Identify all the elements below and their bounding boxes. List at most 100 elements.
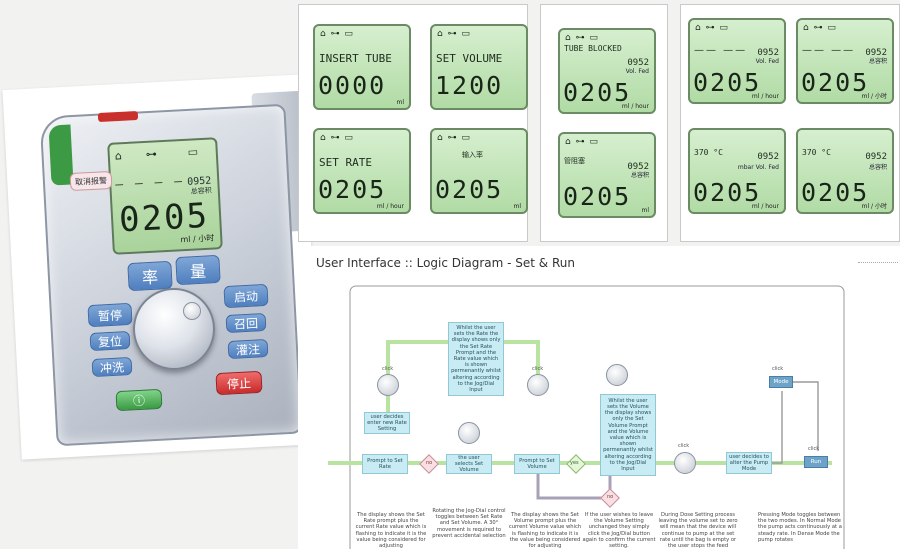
jog-dial-knob[interactable]: [183, 302, 201, 320]
decide-mode-box: user decides to alter the Pump Mode: [726, 452, 772, 474]
lcd-label: 输入率: [462, 151, 483, 159]
status-icons: ⌂ ⊶ ▭: [320, 29, 354, 39]
lcd-unit: ml / hour: [376, 203, 404, 210]
lcd-sub-label: 总容积: [630, 172, 649, 179]
mode-button[interactable]: Mode: [769, 376, 793, 388]
lcd-small-value: 0952: [627, 162, 649, 172]
lcd-running-temp-cn: 370 °C 0952 总容积 0205 ml / 小时: [796, 128, 894, 214]
status-icons: ⌂ ⊶ ▭: [565, 33, 599, 43]
start-button[interactable]: 启动: [223, 283, 269, 309]
dial-icon-set-volume: [606, 364, 628, 386]
device-lcd: ⌂ ⊶ ▭ — — — — 0952 总容积 0205 ml / 小时: [107, 137, 223, 255]
lcd-unit: ml: [641, 207, 649, 214]
power-button[interactable]: ⓘ: [115, 388, 163, 412]
lcd-tube-blocked-cn: ⌂ ⊶ ▭ 管阻塞 0952 总容积 0205 ml: [558, 132, 656, 218]
run-button[interactable]: Run: [804, 456, 828, 468]
no-volume-line: [536, 471, 612, 500]
lcd-dashes: —— ——: [694, 45, 748, 56]
click-label-confirm: click: [678, 443, 690, 449]
note-dose-setting: During Dose Setting process leaving the …: [658, 512, 738, 549]
cancel-alarm-button[interactable]: 取消报警: [69, 170, 113, 192]
status-icons: ⌂ ⊶ ▭: [320, 133, 354, 143]
note-volume-unchanged: If the user wishes to leave the Volume S…: [582, 512, 656, 549]
diagram-frame: [349, 285, 845, 549]
reset-button[interactable]: 复位: [89, 330, 131, 352]
prompt-volume-box: Prompt to Set Volume: [514, 454, 560, 474]
lcd-big-value: 0205: [318, 175, 387, 204]
lcd-unit: ml / hour: [621, 103, 649, 110]
lcd-temp: 370 °C: [802, 148, 831, 157]
lcd-small-value: 0952: [865, 48, 887, 58]
lcd-sub-label: 总容积: [868, 164, 887, 171]
lcd-temp: 370 °C: [694, 148, 723, 157]
lcd-sub-label: 总容积: [868, 58, 887, 65]
lcd-big-value: 0205: [435, 175, 504, 204]
decide-rate-box: user decides enter new Rate Setting: [364, 412, 410, 434]
status-icons: ⌂ ⊶ ▭: [437, 29, 471, 39]
rate-loop-right-line: [503, 340, 540, 381]
volume-note-box: Whilst the user sets the Volume the disp…: [600, 394, 656, 476]
lcd-unit: ml / 小时: [861, 93, 887, 100]
lcd-small-value: 0952: [757, 152, 779, 162]
lcd-sub-label: 总容积: [190, 186, 212, 196]
decision-no-label: no: [426, 460, 433, 466]
recall-button[interactable]: 召回: [225, 312, 267, 334]
note-rate-display: The display shows the Set Rate prompt pl…: [355, 512, 427, 549]
lcd-small-value: 0952: [865, 152, 887, 162]
lcd-sub-label: Vol. Fed: [755, 58, 779, 65]
dial-icon-select: [458, 422, 480, 444]
click-label-run: click: [808, 446, 820, 452]
pause-button[interactable]: 暂停: [87, 302, 133, 328]
lcd-unit: ml / hour: [751, 93, 779, 100]
lcd-small-value: 0952: [757, 48, 779, 58]
click-label-volume: click: [532, 366, 544, 372]
lcd-unit: ml: [513, 203, 521, 210]
lcd-small-value: 0952: [627, 58, 649, 68]
status-icons: ⌂ ⊶ ▭: [803, 23, 837, 33]
lcd-big-value: 0205: [563, 78, 632, 107]
click-label-rate: click: [382, 366, 394, 372]
lcd-big-value: 0205: [801, 68, 870, 97]
lcd-unit: ml / hour: [751, 203, 779, 210]
decision-yes-label: yes: [570, 460, 579, 466]
home-icon: ⌂: [114, 149, 123, 163]
lcd-big-value: 0205: [801, 178, 870, 207]
lcd-unit: ml: [396, 99, 404, 106]
decision-no2-label: no: [607, 494, 614, 500]
lcd-big-value: 0205: [563, 182, 632, 211]
lcd-unit: ml / 小时: [180, 233, 215, 245]
flush-button[interactable]: 冲洗: [91, 356, 133, 378]
diagram-title: User Interface :: Logic Diagram - Set & …: [316, 256, 575, 270]
lcd-running-en: ⌂ ⊶ ▭ —— —— 0952 Vol. Fed 0205 ml / hour: [688, 18, 786, 104]
lcd-big-value: 1200: [435, 71, 504, 100]
stop-button[interactable]: 停止: [215, 370, 263, 396]
volume-button[interactable]: 量: [175, 254, 221, 286]
lcd-insert-tube: ⌂ ⊶ ▭ INSERT TUBE 0000 ml: [313, 24, 411, 110]
lcd-label: 管阻塞: [564, 157, 585, 165]
lcd-set-rate-cn: ⌂ ⊶ ▭ 输入率 0205 ml: [430, 128, 528, 214]
select-volume-box: the user selects Set Volume: [446, 454, 492, 474]
lcd-set-rate: ⌂ ⊶ ▭ SET RATE 0205 ml / hour: [313, 128, 411, 214]
lcd-sub-label: Vol. Fed: [625, 68, 649, 75]
logic-diagram: User Interface :: Logic Diagram - Set & …: [298, 246, 900, 549]
lcd-header: — — — —: [114, 173, 185, 193]
dial-icon-volume: [527, 374, 549, 396]
battery-icon: ▭: [187, 145, 199, 159]
jog-dial[interactable]: [133, 288, 215, 370]
lcd-label: TUBE BLOCKED: [564, 44, 622, 53]
rate-button[interactable]: 率: [127, 260, 173, 292]
lcd-big-value: 0205: [693, 68, 762, 97]
lcd-unit: ml / 小时: [861, 203, 887, 210]
click-label-mode: click: [772, 366, 784, 372]
lcd-sub-label: mbar Vol. Fed: [737, 164, 779, 171]
lcd-running-temp-en: 370 °C 0952 mbar Vol. Fed 0205 ml / hour: [688, 128, 786, 214]
note-volume-display: The display shows the Set Volume prompt …: [508, 512, 582, 549]
note-mode-toggle: Pressing Mode toggles between the two mo…: [758, 512, 842, 543]
prime-button[interactable]: 灌注: [227, 338, 269, 360]
dial-icon-confirm: [674, 452, 696, 474]
lcd-big-value: 0205: [693, 178, 762, 207]
dial-icon-rate: [377, 374, 399, 396]
status-icons: ⌂ ⊶ ▭: [695, 23, 729, 33]
lcd-label: SET VOLUME: [436, 52, 503, 65]
